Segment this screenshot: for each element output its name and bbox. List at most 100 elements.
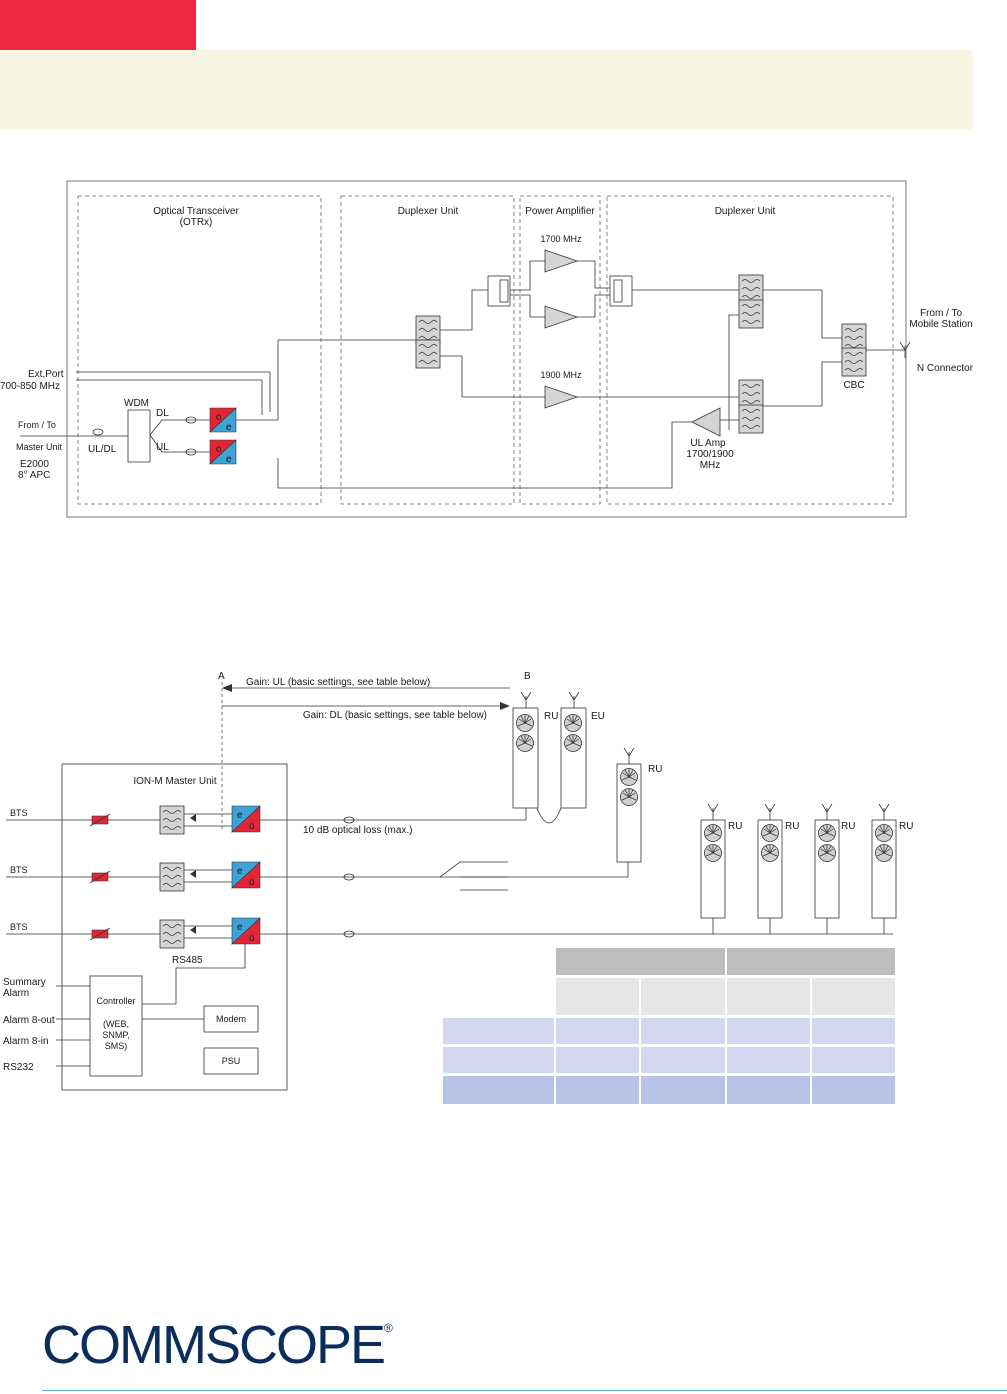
optical-transceiver-ul-icon [209, 439, 237, 465]
summary-alarm-label-2: Alarm [3, 988, 29, 999]
optical-loss-label: 10 dB optical loss (max.) [303, 825, 413, 836]
ul-amp-label: UL Amp [690, 438, 726, 449]
diagram1-signal-lines [20, 260, 905, 489]
remote-unit-3: RU [700, 803, 742, 919]
duplexer2-section [606, 195, 894, 505]
controller-snmp-label: SNMP, [102, 1030, 129, 1040]
alarm-in-label: Alarm 8-in [3, 1036, 49, 1047]
table-subheader-cell [812, 978, 895, 1015]
splitter-right-icon [609, 275, 633, 307]
fan-icon [761, 824, 779, 842]
summary-alarm-label-1: Summary [3, 977, 46, 988]
eo-e-label: e [237, 866, 243, 877]
duplexer2-title: Duplexer Unit [715, 206, 776, 217]
diagram2-signal-lines [56, 807, 893, 1067]
diagram-1-otrx-block: Optical Transceiver (OTRx) Duplexer Unit… [0, 180, 974, 518]
dl-label: DL [156, 408, 169, 419]
amplifier-1700-a-icon [544, 249, 579, 273]
diagram1-frame [66, 180, 907, 518]
otrx-ul-e-label: e [226, 454, 232, 465]
fan-icon [818, 844, 836, 862]
fan-icon [818, 824, 836, 842]
modem-label: Modem [216, 1014, 246, 1024]
logo-text: COMMSCOPE [42, 1315, 386, 1375]
gain-dl-arrow-icon [500, 702, 510, 710]
antenna-icon [821, 803, 833, 821]
power-amp-section [519, 195, 601, 505]
gain-ul-arrow-icon [222, 684, 232, 692]
diagram-2-system-overview: A B Gain: UL (basic settings, see table … [3, 416, 913, 1091]
antenna-icon [878, 803, 890, 821]
bts-label: BTS [10, 922, 28, 932]
eo-converter-2-icon [231, 861, 261, 889]
controller-label: Controller [96, 996, 135, 1006]
modem-box [203, 1005, 259, 1033]
apc-label: 8° APC [18, 470, 50, 481]
bts-label: BTS [10, 865, 28, 875]
eo-converter-3-icon [231, 917, 261, 945]
eo-o-label: o [249, 933, 255, 944]
fan-icon [875, 824, 893, 842]
eo-e-label: e [237, 922, 243, 933]
otrx-title: Optical Transceiver [153, 206, 239, 217]
master-unit-title: ION-M Master Unit [133, 776, 217, 787]
antenna-icon [707, 803, 719, 821]
bts-filter-icon [159, 919, 185, 949]
remote-unit-2: RU [616, 747, 662, 863]
n-connector-label: N Connector [917, 363, 974, 374]
otrx-section [77, 195, 322, 505]
gain-ul-label: Gain: UL (basic settings, see table belo… [246, 677, 430, 688]
attenuator-icon [89, 870, 111, 884]
fan-icon [761, 844, 779, 862]
table-header-group-2 [727, 948, 895, 975]
mobile-station-label: Mobile Station [909, 319, 972, 330]
antenna-icon [764, 803, 776, 821]
fan-icon [875, 844, 893, 862]
uldl-label: UL/DL [88, 444, 117, 455]
fan-icon [516, 734, 534, 752]
header-band [0, 50, 973, 130]
footer-divider [42, 1390, 1007, 1391]
e2000-label: E2000 [20, 459, 49, 470]
ru-label: RU [728, 821, 742, 832]
wdm-label: WDM [124, 398, 149, 409]
cbc-label: CBC [843, 380, 864, 391]
ext-port-label: Ext,Port [28, 369, 64, 380]
psu-label: PSU [222, 1056, 241, 1066]
remote-unit-4: RU [757, 803, 799, 919]
fan-icon [704, 824, 722, 842]
otrx-dl-o-label: o [216, 412, 222, 423]
from-to-mobile-label: From / To [920, 308, 962, 319]
bts-label: BTS [10, 808, 28, 818]
eo-e-label: e [237, 810, 243, 821]
label-1700mhz: 1700 MHz [540, 234, 582, 244]
from-to-master-label: From / To [18, 420, 56, 430]
table-row [443, 1047, 895, 1073]
duplexer1-section [340, 195, 515, 505]
ru-label: RU [648, 764, 662, 775]
point-b-label: B [524, 671, 531, 682]
ru-label: RU [899, 821, 913, 832]
fan-icon [516, 714, 534, 732]
table-subheader-cell [641, 978, 725, 1015]
alarm-out-label: Alarm 8-out [3, 1015, 55, 1026]
ul-amp-unit-label: MHz [700, 460, 721, 471]
eo-o-label: o [249, 877, 255, 888]
fan-icon [564, 714, 582, 732]
bts-row-3: BTS [6, 919, 185, 949]
eu-label: EU [591, 711, 605, 722]
otrx-ul-o-label: o [216, 444, 222, 455]
fan-icon [564, 734, 582, 752]
antenna-icon [568, 691, 580, 709]
ru-label: RU [841, 821, 855, 832]
duplexer2-filter-b-icon [738, 299, 764, 329]
logo-registered-mark: ® [384, 1321, 393, 1335]
duplexer2-filter-a-icon [738, 274, 764, 304]
table-row [443, 1018, 895, 1044]
ul-label: UL [156, 442, 169, 453]
remote-unit-5: RU [814, 803, 855, 919]
duplexer2-filter-c-icon [738, 379, 764, 409]
ul-amp-freq-label: 1700/1900 [686, 449, 734, 460]
expansion-unit: EU [560, 691, 605, 809]
otrx-dl-e-label: e [226, 422, 232, 433]
